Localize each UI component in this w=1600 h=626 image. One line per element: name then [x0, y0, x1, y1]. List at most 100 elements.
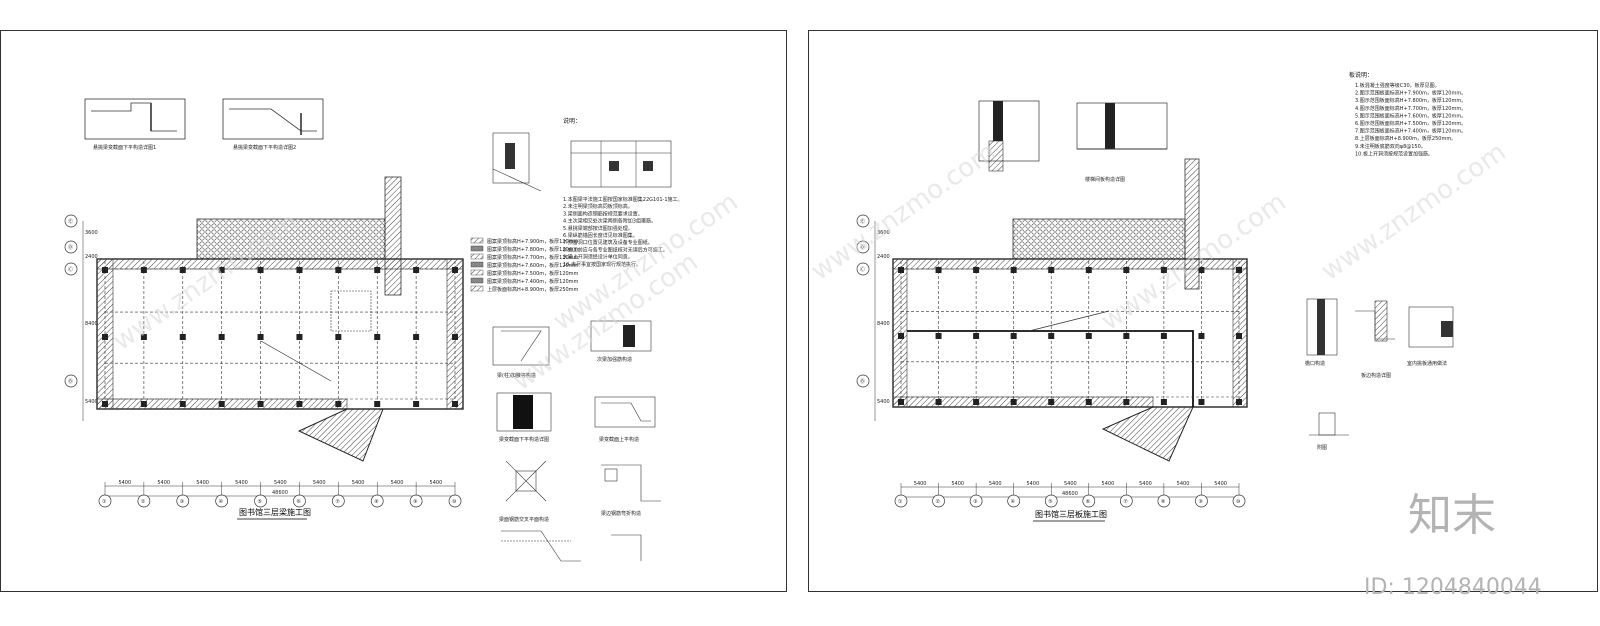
axis-label: ⑥	[296, 499, 301, 505]
note-line: 3.梁侧面构造钢筋按规范要求设置。	[563, 210, 643, 217]
dimension-label: 5400	[1026, 481, 1039, 487]
axis-label: ⑤	[1048, 499, 1052, 505]
column-mark	[1048, 399, 1055, 405]
axis-bubble	[448, 494, 462, 508]
axis-label: ⑨	[413, 499, 417, 505]
note-line: 2.图示范围板面标高H+7.900m，板厚120mm。	[1355, 90, 1466, 97]
note-line: 1.本图梁平法施工图按国家标准图集22G101-1施工。	[563, 196, 683, 203]
note-line: 6.梁纵筋锚固长度详见标准图集。	[563, 232, 638, 239]
column-mark	[257, 334, 264, 340]
note-line: 10.未尽事宜按国家现行规范执行。	[563, 261, 641, 268]
column-mark	[1010, 267, 1017, 273]
legend-swatch	[470, 285, 484, 292]
column-mark	[973, 399, 980, 405]
detail-2-label: 悬挑梁变截面下平构造详图2	[233, 144, 296, 151]
row-axis-label: Ⓓ	[68, 244, 73, 251]
beam-plan	[96, 176, 464, 462]
note-line: 5.图示范围板面标高H+7.600m，板厚120mm。	[1355, 112, 1466, 119]
axis-bubble	[1119, 494, 1133, 508]
note-line: 4.图示范围板面标高H+7.700m，板厚120mm。	[1355, 105, 1466, 112]
total-dimension: 48600	[272, 490, 288, 496]
column-mark	[374, 334, 381, 340]
column-mark	[1048, 333, 1055, 339]
axis-label: ⑦	[1123, 499, 1128, 505]
watermark-2: www.znzmo.com	[508, 247, 704, 397]
dimension-label: 5400	[1177, 481, 1190, 487]
column-mark	[452, 401, 458, 407]
axis-label: ⑩	[452, 499, 457, 505]
legend-item: 图案梁顶标高H+7.500m，板厚120mm	[487, 270, 579, 277]
axis-annotations-right: ①5400②5400③5400④5400⑤5400⑥5400⑦5400⑧5400…	[856, 214, 1246, 508]
axis-label: ⑤	[258, 499, 262, 505]
column-mark	[1048, 267, 1055, 273]
slab-plan	[892, 158, 1248, 462]
dimension-label: 5400	[352, 480, 365, 486]
row-axis-label: Ⓓ	[860, 244, 865, 251]
row-dimension: 3600	[877, 230, 890, 236]
legend-swatch	[470, 237, 484, 244]
notes-block: 说明： 1.本图梁平法施工图按国家标准图集22G101-1施工。2.未注明梁顶标…	[563, 117, 683, 268]
column-mark	[140, 334, 147, 340]
axis-bubble	[254, 494, 267, 508]
axis-label: ③	[180, 499, 184, 505]
row-axis-bubble	[64, 214, 78, 228]
right-sheet-canvas: 楼梯间板构造详图 ①5400②5400③5400④5400⑤5400⑥5400⑦…	[809, 71, 1512, 522]
right-detail-4-label: 室内挑板通用做法	[1407, 360, 1447, 367]
row-axis-label: Ⓑ	[860, 378, 865, 385]
column-mark	[335, 267, 342, 273]
detail-6-label: 梁变截面上平构造	[599, 436, 639, 443]
axis-label: ⑩	[1236, 499, 1241, 505]
right-detail-5-label: 附图	[1317, 444, 1327, 451]
column-mark	[102, 334, 108, 340]
note-line: 7.预留洞口位置见建筑及设备专业图纸。	[563, 239, 653, 246]
column-mark	[179, 267, 186, 273]
column-mark	[1085, 267, 1092, 273]
right-detail-3-label: 檐口构造	[1305, 360, 1325, 367]
axis-bubble	[370, 494, 384, 508]
note-line: 3.图示范围板面标高H+7.800m，板厚120mm。	[1355, 97, 1466, 104]
column-mark	[1160, 267, 1167, 273]
row-dimension: 2400	[877, 254, 890, 260]
column-mark	[898, 333, 904, 339]
row-dimension: 3600	[85, 230, 98, 236]
axis-label: ⑥	[1086, 499, 1091, 505]
column-mark	[335, 401, 342, 407]
column-mark	[335, 334, 342, 340]
column-mark	[1123, 333, 1130, 339]
column-mark	[218, 267, 225, 273]
legend-swatch	[470, 261, 484, 268]
column-mark	[296, 334, 303, 340]
detail-8-label: 梁边钢筋弯折构造	[601, 510, 641, 517]
axis-label: ④	[1011, 499, 1016, 505]
legend-item: 图案梁顶标高H+7.400m，板厚120mm	[487, 278, 579, 285]
dimension-label: 5400	[196, 480, 209, 486]
column-mark	[935, 267, 942, 273]
note-line: 9.未注明板底筋双向φ8@150。	[1355, 143, 1426, 150]
row-axis-label: Ⓔ	[68, 218, 73, 225]
column-mark	[1085, 399, 1092, 405]
right-plan-title: 图书馆三层板施工图	[1035, 509, 1107, 519]
dimension-label: 5400	[391, 480, 404, 486]
legend-item: 图案梁顶标高H+7.700m，板厚120mm	[487, 254, 579, 261]
axis-bubble	[409, 494, 423, 508]
beam-grid	[102, 261, 458, 407]
row-axis-bubble	[856, 374, 870, 388]
legend-item: 上层板面标高H+8.900m，板厚250mm	[487, 286, 579, 293]
row-dimension: 8400	[85, 321, 98, 327]
axis-bubble	[1195, 494, 1208, 508]
detail-appendix: 附图	[1309, 412, 1349, 451]
left-plan-title: 图书馆三层梁施工图	[239, 507, 311, 517]
column-mark	[218, 401, 225, 407]
column-mark	[1160, 333, 1167, 339]
column-mark	[935, 399, 942, 405]
dimension-label: 5400	[1139, 481, 1152, 487]
axis-label: ①	[102, 499, 107, 505]
row-dimension: 8400	[877, 321, 890, 327]
legend-item: 图案梁顶标高H+7.600m，板厚120mm	[487, 262, 579, 269]
legend-swatch	[470, 245, 484, 252]
detail-section-change: 梁变截面下平构造详图	[496, 392, 552, 443]
column-mark	[1198, 267, 1205, 273]
column-mark	[102, 401, 108, 407]
column-mark	[973, 267, 980, 273]
axis-label: ④	[219, 499, 224, 505]
